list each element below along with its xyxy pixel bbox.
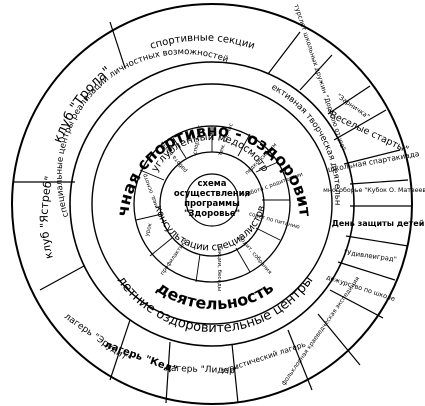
small-item: лекции, беседы (216, 245, 222, 291)
spartakiada-label: школьная спартакиада (327, 149, 420, 174)
center-line-2: осуществления (174, 189, 250, 199)
udivleigrad-label: "Удивлеиград" (343, 248, 397, 263)
lager-lider-label: лагерь "Лидер" (165, 364, 239, 377)
medical-ring-inner (185, 173, 239, 227)
center-line-1: схема (198, 179, 227, 189)
club-yastreb-label: клуб "Ястреб" (38, 175, 56, 260)
outer-dividers (14, 21, 412, 404)
centers-ring-inner (91, 83, 333, 325)
club-trola-label: клуб "Трола" (51, 64, 115, 145)
kubok-label: многоборье "Кубок О. Матвеева" (323, 186, 425, 194)
dezhurstvo-label: дежурство по школе (325, 273, 396, 303)
center-line-3: программы (184, 199, 240, 209)
den-zashchity-label: День защиты детей (332, 219, 425, 228)
center-line-4: "Здоровье" (184, 209, 240, 219)
small-item: спорт. час (192, 125, 203, 155)
lager-erudit-label: лагерь "Эрудит" (62, 312, 132, 365)
small-ring-dividers (135, 126, 290, 283)
centers-ring-outer (69, 61, 355, 347)
main-ring-bottom-label: деятельность (153, 278, 277, 314)
center-title: схема осуществления программы "Здоровье" (174, 179, 250, 219)
small-item: урок (144, 222, 153, 237)
outer-ring (11, 3, 413, 405)
